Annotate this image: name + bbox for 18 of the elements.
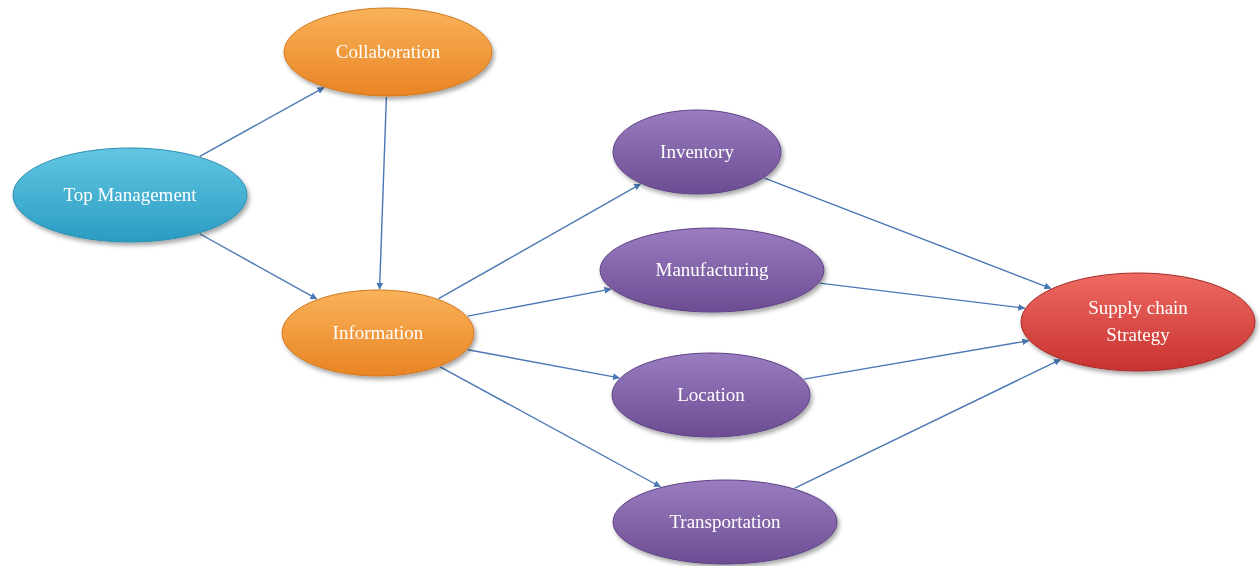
node-label: Inventory [660, 139, 734, 164]
arrow [376, 96, 388, 290]
arrow [467, 349, 620, 381]
node-label: Manufacturing [655, 257, 769, 282]
arrow [439, 366, 661, 488]
node-label: Supply chain Strategy [1087, 296, 1189, 347]
node-label: Top Management [63, 182, 197, 207]
node-label: Information [332, 320, 424, 345]
arrow [437, 183, 642, 300]
arrow [198, 233, 318, 300]
node-label: Location [677, 382, 745, 407]
arrow [803, 338, 1030, 380]
arrow [199, 86, 325, 157]
node-label: Transportation [669, 509, 781, 534]
arrow [466, 286, 612, 317]
arrow [818, 282, 1026, 311]
node-label: Collaboration [335, 39, 441, 64]
arrow [794, 358, 1061, 489]
